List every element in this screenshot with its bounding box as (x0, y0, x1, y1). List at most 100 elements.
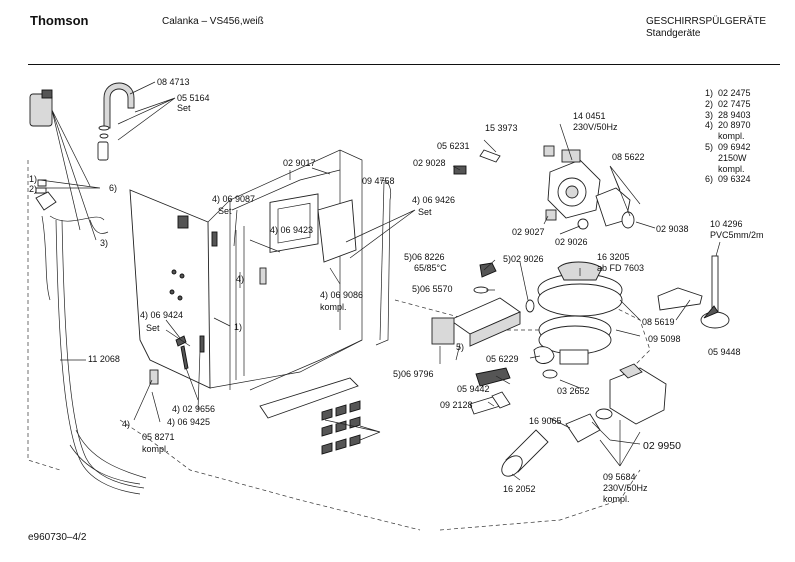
legend-value: 09 6324 (718, 174, 751, 185)
callout-label: kompl. (603, 494, 630, 504)
drain-pump (565, 363, 667, 443)
callout-label: 4) 06 9426 (412, 195, 455, 205)
callout-label: 09 2128 (440, 400, 473, 410)
aquastop-hose (55, 219, 147, 495)
callout-label: ab FD 7603 (597, 263, 644, 273)
dash-envelope-left (27, 160, 421, 531)
legend-row: 6) 09 6324 (705, 174, 751, 185)
door-seal-frame (269, 193, 319, 253)
callout-label: 05 8271 (142, 432, 175, 442)
callout-label: 5)06 8226 (404, 252, 445, 262)
callout-label: 05 6231 (437, 141, 470, 151)
callout-label: 02 9027 (512, 227, 545, 237)
dash-envelope-right (439, 299, 651, 531)
category-label: GESCHIRRSPÜLGERÄTE (646, 16, 767, 27)
pressure-switch-small (475, 367, 511, 387)
callout-label: 09 4758 (362, 176, 395, 186)
callout-label: 5)06 9796 (393, 369, 434, 379)
callout-label: Set (146, 323, 160, 333)
legend-row: 2150W (705, 153, 751, 164)
sump-filter (537, 261, 623, 365)
legend-value: 28 9403 (718, 109, 751, 120)
subcategory-label: Standgeräte (646, 28, 701, 39)
callout-label: 10 4296 (710, 219, 743, 229)
legend-key: 6) (705, 174, 714, 185)
callout-label: 4) 06 9425 (167, 417, 210, 427)
callout-label: PVC5mm/2m (710, 230, 764, 240)
callout-label: 3) (100, 238, 108, 248)
legend-key: 1) (705, 88, 714, 98)
callout-label: kompl. (142, 444, 169, 454)
legend-row: kompl. (705, 131, 751, 142)
header-rule (28, 64, 780, 65)
valve-body (35, 191, 57, 211)
legend-value: 02 2475 (718, 88, 751, 98)
callout-label: 5) (456, 342, 464, 352)
pipes-and-hoses (469, 346, 558, 477)
legend-row: 2)02 7475 (705, 99, 751, 110)
callout-label: 02 9038 (656, 224, 689, 234)
callout-label: 4) (236, 274, 244, 284)
valve-block (29, 93, 53, 127)
footnote-legend: 1)02 2475 2)02 7475 3)28 9403 4)20 8970 … (705, 88, 751, 185)
callout-label: 5)02 9026 (503, 254, 544, 264)
pvc-tube (711, 255, 719, 313)
legend-key: 2) (705, 98, 714, 109)
callout-label: 09 5098 (648, 334, 681, 344)
small-parts-left (149, 335, 205, 385)
small-hose-2 (49, 215, 105, 222)
callout-label: 09 5684 (603, 472, 636, 482)
legend-row: kompl. (705, 164, 751, 175)
thermostat (479, 262, 497, 278)
callout-label: 4) 06 9423 (270, 225, 313, 235)
callout-label: Set (418, 207, 432, 217)
pressure-switch (657, 255, 730, 329)
legend-key: 4) (705, 120, 714, 131)
brand-label: Thomson (30, 13, 89, 28)
callout-label: 05 6229 (486, 354, 519, 364)
callout-label: 16 3205 (597, 252, 630, 262)
model-label: Calanka – VS456,weiß (162, 16, 264, 27)
valve-cap (41, 89, 53, 99)
callout-label: 05 5164 (177, 93, 210, 103)
base-rail (259, 377, 359, 419)
terminal-block (149, 369, 159, 385)
legend-value: 20 8970 (718, 120, 751, 131)
callout-label: 05 9448 (708, 347, 741, 357)
callout-label: 02 9028 (413, 158, 446, 168)
callout-label: 14 0451 (573, 111, 606, 121)
filter-cartridge (479, 149, 501, 163)
detergent-flap (317, 199, 357, 263)
leader-lines (39, 81, 721, 481)
legend-row: 5)09 6942 (705, 142, 751, 153)
spring-clips (321, 400, 361, 455)
bracket (657, 287, 703, 311)
legend-row: 4) 20 8970 (705, 120, 751, 131)
circulation-pump (453, 145, 635, 230)
small-hose (41, 215, 51, 301)
callout-label: 1) (29, 174, 37, 184)
hinge-part (259, 267, 267, 285)
callout-label: 4) 06 9086 (320, 290, 363, 300)
siphon-hose-top (97, 82, 135, 161)
legend-value: 2150W (718, 152, 747, 163)
callout-label: 4) 06 9424 (140, 310, 183, 320)
callout-label: 4) 06 9087 (212, 194, 255, 204)
callout-label: 02 9017 (283, 158, 316, 168)
callout-label: 65/85°C (414, 263, 447, 273)
elbow-hose (533, 346, 555, 364)
capacitor (543, 145, 555, 157)
callout-label: 16 2052 (503, 484, 536, 494)
legend-key: 5) (705, 141, 714, 152)
legend-value: kompl. (718, 163, 745, 174)
callout-label: 4) (122, 419, 130, 429)
callout-label: 230V/50Hz (573, 122, 618, 132)
callout-label: 230V/50Hz (603, 483, 648, 493)
drawing-code: e960730–4/2 (28, 532, 87, 543)
legend-value: kompl. (718, 131, 745, 142)
pump-impeller-housing (565, 413, 601, 443)
callout-label: Set (177, 103, 191, 113)
callout-label: 08 5622 (612, 152, 645, 162)
callout-label: 16 9065 (529, 416, 562, 426)
